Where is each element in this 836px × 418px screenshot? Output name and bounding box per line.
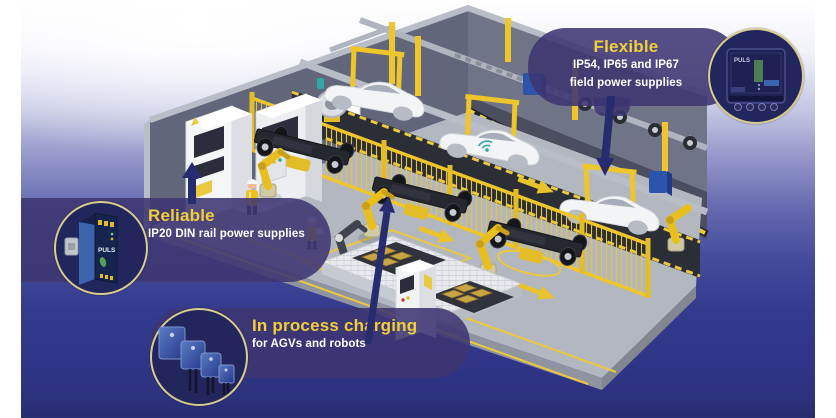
- callout-charging-line1: for AGVs and robots: [252, 338, 366, 350]
- callout-reliable: Reliable IP20 DIN rail power supplies: [148, 206, 328, 244]
- brand-text: PULS: [98, 247, 116, 254]
- callout-flexible-line2: field power supplies: [569, 76, 683, 89]
- callout-reliable-title: Reliable: [148, 206, 215, 225]
- car-chassis: [253, 125, 355, 174]
- din-rail-power-supply-badge: PULS: [54, 201, 148, 295]
- in-process-charging-products: [158, 326, 235, 395]
- callout-charging-title: In process charging: [252, 316, 418, 335]
- floor-arrow: [418, 176, 555, 300]
- wifi-icon: [477, 140, 493, 152]
- field-power-supply-product: PULS: [726, 48, 786, 111]
- brand-text: PULS: [734, 58, 750, 64]
- callout-flexible-title: Flexible: [593, 37, 659, 56]
- canister: [317, 78, 324, 89]
- car-chassis: [486, 217, 588, 277]
- din-rail-power-supply-product: PULS: [64, 212, 118, 285]
- callout-flexible-line1: IP54, IP65 and IP67: [572, 59, 680, 71]
- hanging-car: [324, 45, 425, 121]
- field-power-supply-badge: PULS: [708, 28, 804, 124]
- robot-arm: [665, 204, 692, 252]
- callout-charging: In process charging for AGVs and robots: [252, 316, 462, 354]
- helmet: [247, 179, 257, 184]
- callout-reliable-line1: IP20 DIN rail power supplies: [148, 228, 305, 240]
- charging-products-badge: [150, 308, 248, 406]
- callout-flexible: Flexible IP54, IP65 and IP67 field power…: [536, 37, 716, 93]
- control-cabinets: [185, 93, 322, 225]
- warning-triangle-icon: [191, 117, 199, 126]
- hanging-car: [439, 93, 540, 169]
